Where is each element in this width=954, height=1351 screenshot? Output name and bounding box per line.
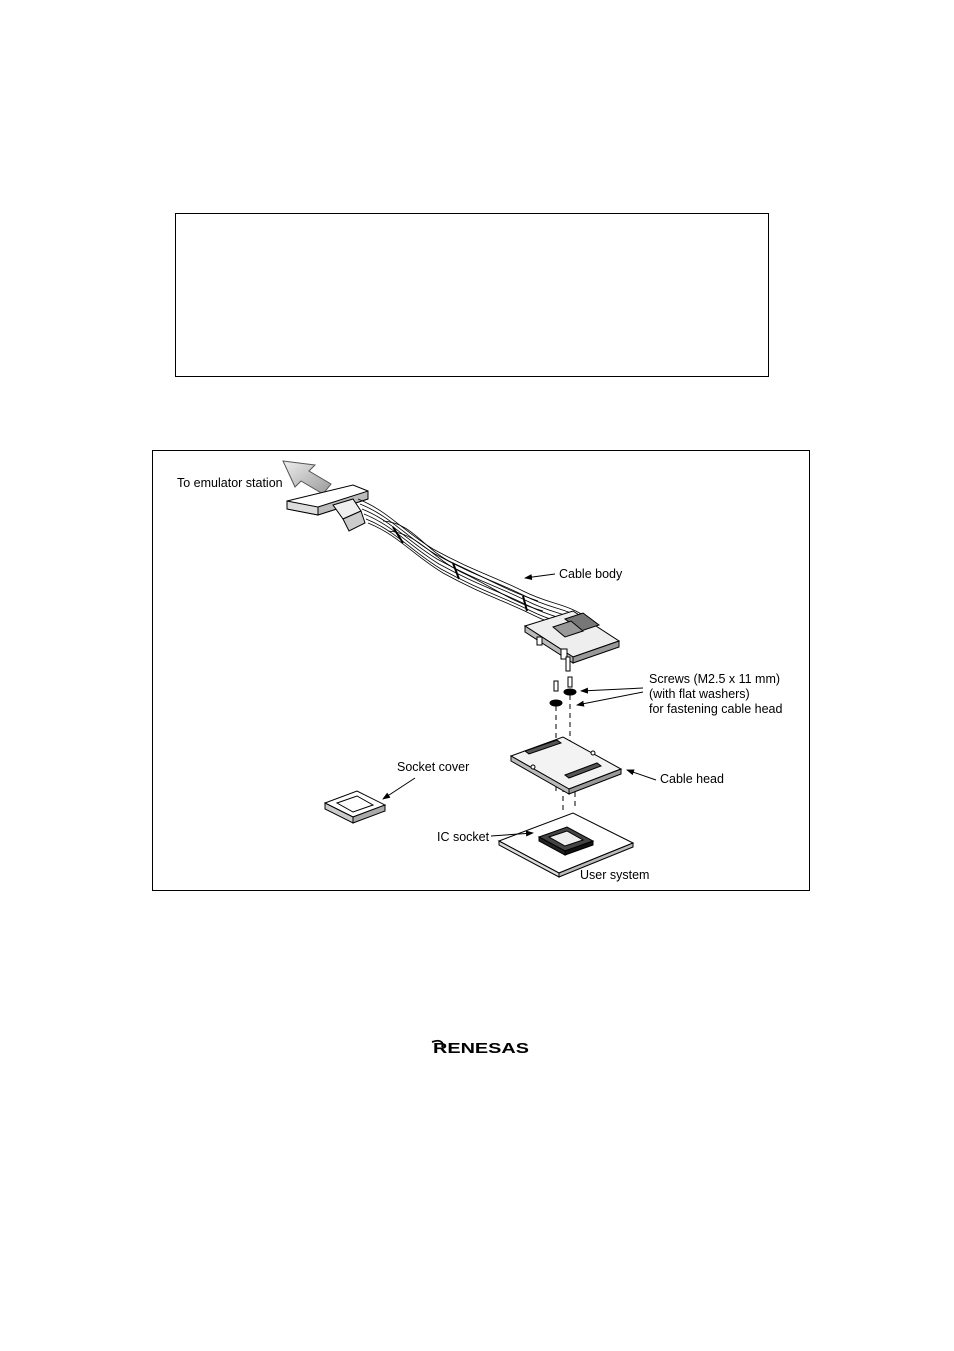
assembly-diagram: To emulator station Cable body Screws (M… (177, 460, 782, 882)
label-to-emulator: To emulator station (177, 476, 283, 490)
direction-arrow-icon (282, 460, 332, 495)
note-box (175, 213, 769, 377)
socket-cover (323, 790, 387, 824)
label-socket-cover: Socket cover (397, 760, 469, 774)
renesas-logo: RENESAS (431, 1039, 529, 1057)
emulator-connector (286, 484, 369, 532)
cable-head-board (523, 610, 621, 664)
figure-box: To emulator station Cable body Screws (M… (152, 450, 810, 891)
cable-body (357, 498, 604, 646)
cable-head (509, 736, 623, 795)
svg-text:RENESAS: RENESAS (433, 1040, 529, 1057)
label-screws-line2: (with flat washers) (649, 687, 750, 701)
label-user-system: User system (580, 868, 649, 882)
label-screws-line1: Screws (M2.5 x 11 mm) (649, 672, 780, 686)
leader-lines (382, 573, 657, 837)
screws (549, 656, 577, 707)
label-cable-body: Cable body (559, 567, 623, 581)
label-ic-socket: IC socket (437, 830, 490, 844)
label-screws-line3: for fastening cable head (649, 702, 782, 716)
label-cable-head: Cable head (660, 772, 724, 786)
ic-socket (537, 826, 595, 856)
